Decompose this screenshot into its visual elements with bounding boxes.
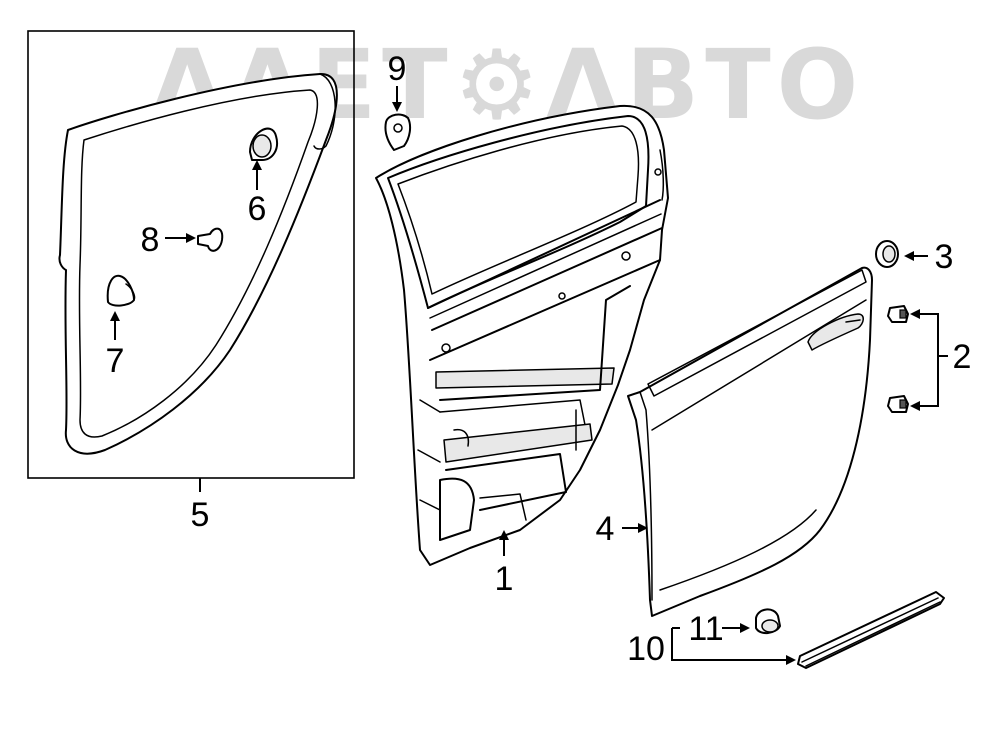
- callout-11: 11: [688, 610, 723, 648]
- arrow-2a: [910, 309, 920, 319]
- callout-2: 2: [953, 338, 972, 376]
- callout-10: 10: [627, 630, 665, 668]
- clip-part-8: [197, 227, 224, 252]
- callout-8: 8: [141, 221, 160, 259]
- callout-6: 6: [248, 190, 267, 228]
- arrow-2b: [910, 401, 920, 411]
- door-frame-part-1: [375, 104, 669, 566]
- callout-1: 1: [495, 560, 514, 598]
- arrow-8: [186, 233, 196, 243]
- arrow-6: [252, 160, 262, 170]
- clip-part-11: [755, 608, 781, 634]
- hole: [621, 251, 631, 261]
- arrow-3: [904, 251, 914, 261]
- bracket-2: [916, 313, 939, 407]
- arrow-1: [499, 530, 509, 540]
- arrow-7: [110, 311, 120, 321]
- door-weatherstrip-part-5: [58, 72, 338, 455]
- grommet-part-3: [875, 240, 899, 268]
- clip-part-2-lower: [887, 395, 909, 413]
- callout-3: 3: [935, 238, 954, 276]
- bracket-part-9: [384, 113, 412, 151]
- clip-part-2-upper: [887, 305, 909, 323]
- inset-box: [27, 30, 355, 479]
- callout-5: 5: [191, 496, 210, 534]
- hole: [441, 343, 451, 353]
- clip-part-6: [249, 127, 278, 161]
- callout-4: 4: [596, 510, 615, 548]
- callout-7: 7: [106, 342, 125, 380]
- hole: [558, 292, 566, 300]
- clip-part-7: [106, 274, 136, 307]
- arrow-9: [392, 102, 402, 112]
- arrow-10: [786, 655, 796, 665]
- arrow-4: [638, 523, 648, 533]
- molding-part-10: [797, 591, 945, 669]
- door-skin-part-4: [627, 266, 873, 617]
- hole: [654, 168, 662, 176]
- bracket-10: [671, 628, 788, 661]
- arrow-11: [740, 623, 750, 633]
- callout-9: 9: [388, 50, 407, 88]
